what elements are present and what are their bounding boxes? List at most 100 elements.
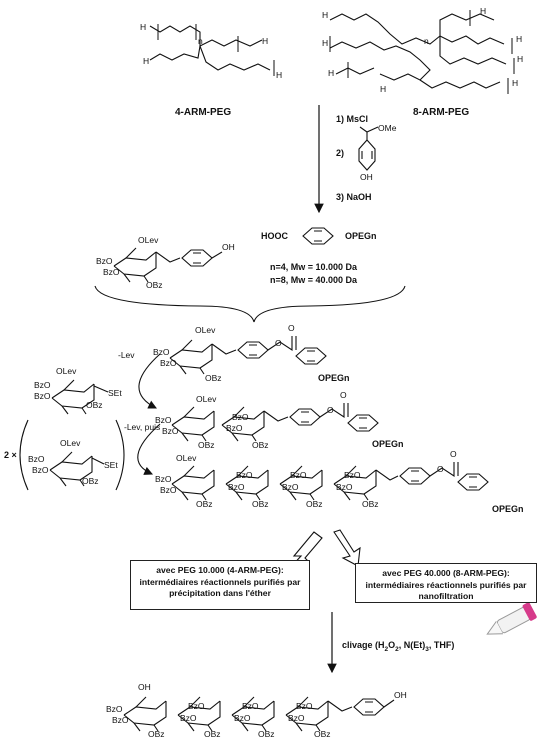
activation-reagents: 1) MsCl 2) OMe OH 3) NaOH [336,114,397,202]
donor2-olev: OLev [60,438,81,448]
final-bzo-8: BzO [288,713,305,723]
purification-8arm-line-3: nanofiltration [418,591,474,602]
final-obz-3: OBz [258,729,275,739]
donor1-set: SEt [108,388,122,398]
int2-obz-2: OBz [252,440,269,450]
final-bzo-7: BzO [296,701,313,711]
linker-right-group: OPEGn [345,231,377,241]
step-1-mscl: 1) MsCl [336,114,368,124]
int3-obz-4: OBz [362,499,379,509]
int1-ester-o: O [275,338,282,348]
final-oh: OH [138,682,151,692]
delev-label-1: -Lev [118,350,135,360]
int1-carbonyl-o: O [288,323,295,333]
step-3-naoh: 3) NaOH [336,192,372,202]
delev-label-2: -Lev, puis [124,422,160,432]
bracket-left [19,419,29,491]
purification-8arm-line-1: avec PEG 40.000 (8-ARM-PEG): [382,568,510,578]
donor2-obz: OBz [82,476,99,486]
eight-arm-end-h-8: H [380,84,386,94]
final-bzo-1: BzO [106,704,123,714]
intermediate-3-structure: O O OPEGn OLev BzO BzO OBz BzO BzO OBz B… [155,449,524,514]
int3-bzo-3: BzO [236,470,253,480]
int3-bzo-4: BzO [228,482,245,492]
int2-obz-1: OBz [198,440,215,450]
int3-obz-2: OBz [252,499,269,509]
peg-linker-structure: HOOC OPEGn n=4, Mw = 10.000 Da n=8, Mw =… [261,227,377,285]
int3-obz-3: OBz [306,499,323,509]
intermediate-2-structure: O O OPEGn OLev BzO BzO OBz BzO BzO OBz [155,390,404,450]
int2-bzo-3: BzO [232,412,249,422]
acceptor-bzo-2: BzO [103,267,120,277]
four-arm-end-h-3: H [143,56,149,66]
reagent-oh: OH [360,172,373,182]
delev-arrow-2 [137,423,161,475]
eight-arm-end-h-7: H [512,78,518,88]
donor1-bzo-2: BzO [34,391,51,401]
eight-arm-end-h-3: H [322,38,328,48]
int1-bzo-2: BzO [160,358,177,368]
intermediate-1-structure: O O OPEGn OLev BzO BzO OBz [153,323,350,383]
int2-bzo-2: BzO [162,426,179,436]
int1-tail: OPEGn [318,373,350,383]
purification-4arm-line-3: précipitation dans l'éther [169,588,271,599]
linker-variant-4arm: n=4, Mw = 10.000 Da [270,262,358,272]
int2-tail: OPEGn [372,439,404,449]
nanofiltration-tube-icon [486,602,537,635]
eight-arm-repeat-n: n [424,36,429,46]
acceptor-bzo-1: BzO [96,256,113,266]
acceptor-olev: OLev [138,235,159,245]
int3-bzo-1: BzO [155,474,172,484]
final-bzo-6: BzO [234,713,251,723]
final-product-structure: OH OH BzO BzO OBz BzO BzO OBz BzO BzO OB… [106,682,407,739]
eight-arm-end-h-4: H [516,34,522,44]
int3-tail: OPEGn [492,504,524,514]
eight-arm-end-h-6: H [328,68,334,78]
purification-box-8arm: avec PEG 40.000 (8-ARM-PEG): intermédiai… [355,563,537,603]
eight-arm-end-h-2: H [480,6,486,16]
acceptor-obz: OBz [146,280,163,290]
repeat-multiplier: 2 × [4,450,17,460]
purification-4arm-line-1: avec PEG 10.000 (4-ARM-PEG): [156,565,284,575]
int1-bzo-1: BzO [153,347,170,357]
int3-bzo-6: BzO [282,482,299,492]
merge-brace [94,285,406,323]
four-arm-end-h-1: H [140,22,146,32]
acceptor-aglycone-oh: OH [222,242,235,252]
donor1-obz: OBz [86,400,103,410]
int3-obz-1: OBz [196,499,213,509]
four-arm-peg-label: 4-ARM-PEG [175,107,231,118]
four-arm-end-h-2: H [262,36,268,46]
cleavage-conditions: clivage (H2O2, N(Et)3, THF) [342,640,454,653]
final-bzo-3: BzO [188,701,205,711]
int3-bzo-7: BzO [344,470,361,480]
final-aglycone-oh: OH [394,690,407,700]
donor2-bzo-1: BzO [28,454,45,464]
delev-arrow-1 [138,353,161,409]
eight-arm-peg-structure: H H H H H H H H n 8-ARM-PEG [322,6,523,118]
int3-ester-o: O [437,464,444,474]
purification-box-4arm: avec PEG 10.000 (4-ARM-PEG): intermédiai… [130,560,310,610]
donor-2-structure: OLev BzO BzO OBz SEt [28,438,118,487]
int3-bzo-5: BzO [290,470,307,480]
final-bzo-5: BzO [242,701,259,711]
eight-arm-end-h-5: H [517,54,523,64]
linker-left-group: HOOC [261,231,289,241]
int3-bzo-8: BzO [336,482,353,492]
int1-olev: OLev [195,325,216,335]
donor1-bzo-1: BzO [34,380,51,390]
donor1-olev: OLev [56,366,77,376]
four-arm-peg-structure: H H H H n 4-ARM-PEG [140,22,282,118]
eight-arm-peg-label: 8-ARM-PEG [413,107,469,118]
int3-olev: OLev [176,453,197,463]
step-2-label: 2) [336,148,344,158]
split-arrow-right [333,529,361,567]
donor2-bzo-2: BzO [32,465,49,475]
four-arm-end-h-4: H [276,70,282,80]
int2-carbonyl-o: O [340,390,347,400]
int3-carbonyl-o: O [450,449,457,459]
final-bzo-4: BzO [180,713,197,723]
int2-bzo-4: BzO [226,423,243,433]
int1-obz: OBz [205,373,222,383]
